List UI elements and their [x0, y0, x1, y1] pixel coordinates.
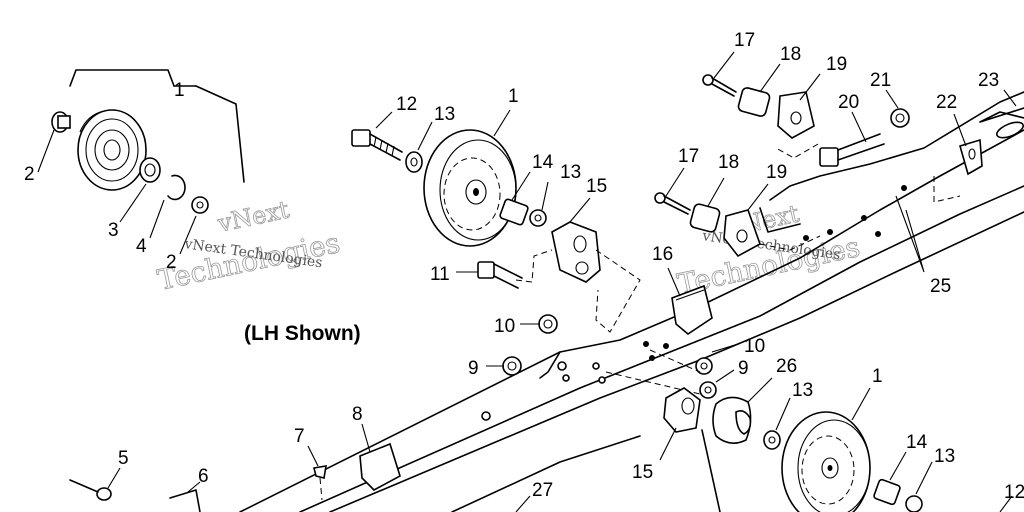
bushing-18a: [737, 87, 771, 117]
idler-wheel-left: [77, 109, 147, 191]
left-wheel-group: [37, 69, 245, 255]
callout-13: 13: [792, 380, 813, 401]
part-6: [169, 489, 201, 512]
callout-5: 5: [118, 448, 129, 469]
washer-13a: [405, 151, 423, 173]
callout-17: 17: [734, 30, 755, 51]
callout-1: 1: [508, 86, 519, 107]
bracket-15a: [551, 221, 601, 283]
callout-3: 3: [108, 220, 119, 241]
nut-10b: [695, 357, 713, 375]
callout-16: 16: [652, 244, 673, 265]
bearing-3: [139, 157, 161, 183]
leader-lines: [107, 51, 1017, 512]
callout-21: 21: [870, 70, 891, 91]
clip-8: [359, 442, 401, 491]
diagram-caption: (LH Shown): [244, 322, 361, 345]
slide-rail: [239, 91, 1024, 512]
callout-10: 10: [494, 316, 515, 337]
idler-wheel-center: [423, 129, 517, 247]
block-19a: [777, 91, 815, 139]
callout-12: 12: [396, 94, 417, 115]
callout-9: 9: [468, 358, 479, 379]
group-bracket-right: [195, 85, 245, 183]
washer-13c: [763, 430, 781, 450]
callout-20: 20: [838, 92, 859, 113]
callout-8: 8: [352, 404, 363, 425]
idler-wheel-lower: [781, 411, 871, 512]
bracket-15b: [663, 387, 701, 433]
spacer-14a: [499, 198, 529, 226]
callout-13: 13: [434, 104, 455, 125]
callout-9: 9: [738, 358, 749, 379]
washer-13d: [905, 495, 923, 512]
bolt-11: [477, 261, 523, 289]
nut-21: [890, 108, 910, 128]
callout-4: 4: [136, 236, 147, 257]
callout-27: 27: [532, 480, 553, 501]
callout-25: 25: [930, 276, 951, 297]
nut-10a: [538, 314, 558, 334]
nut-7: [313, 465, 327, 479]
snap-ring-4: [167, 174, 186, 201]
bushing-18b: [689, 203, 721, 233]
callout-19: 19: [766, 162, 787, 183]
callout-14: 14: [906, 432, 928, 453]
callout-13: 13: [560, 162, 581, 183]
callout-2: 2: [166, 252, 177, 273]
bolt-17a: [702, 74, 737, 97]
watermark-text-vnext-left: vNext: [214, 195, 292, 238]
bolt-20: [819, 133, 885, 167]
spacer-14b: [873, 478, 901, 506]
nut-9a: [502, 356, 522, 376]
bushing-26: [712, 396, 752, 444]
callout-12: 12: [1004, 482, 1024, 503]
callout-18: 18: [718, 152, 739, 173]
callout-7: 7: [294, 426, 305, 447]
group-bracket-left: [69, 69, 175, 87]
callout-26: 26: [776, 356, 797, 377]
bolt-17b: [654, 192, 691, 215]
clip-16: [671, 284, 713, 335]
callout-labels: 1 2 3 4 2 12 13 1 14 13 15 11 17 18 19 2…: [24, 30, 1024, 503]
callout-2: 2: [24, 164, 35, 185]
callout-17: 17: [678, 146, 699, 167]
callout-13: 13: [934, 446, 955, 467]
screw-5: [69, 479, 112, 501]
callout-14: 14: [532, 152, 554, 173]
block-19b: [723, 209, 761, 258]
callout-10: 10: [744, 336, 765, 357]
bolt-head-2a: [51, 111, 71, 133]
callout-15: 15: [632, 462, 653, 483]
nut-2b: [191, 196, 209, 214]
washer-13b: [529, 209, 547, 227]
callout-19: 19: [826, 54, 847, 75]
clip-22: [959, 138, 983, 176]
nut-9b: [699, 381, 717, 399]
callout-6: 6: [198, 466, 209, 487]
callout-1: 1: [872, 366, 883, 387]
callout-11: 11: [430, 264, 450, 285]
callout-22: 22: [936, 92, 957, 113]
callout-23: 23: [978, 70, 999, 91]
bolt-12a: [351, 129, 403, 161]
callout-18: 18: [780, 44, 801, 65]
callout-15: 15: [586, 176, 607, 197]
callout-1: 1: [174, 80, 185, 101]
